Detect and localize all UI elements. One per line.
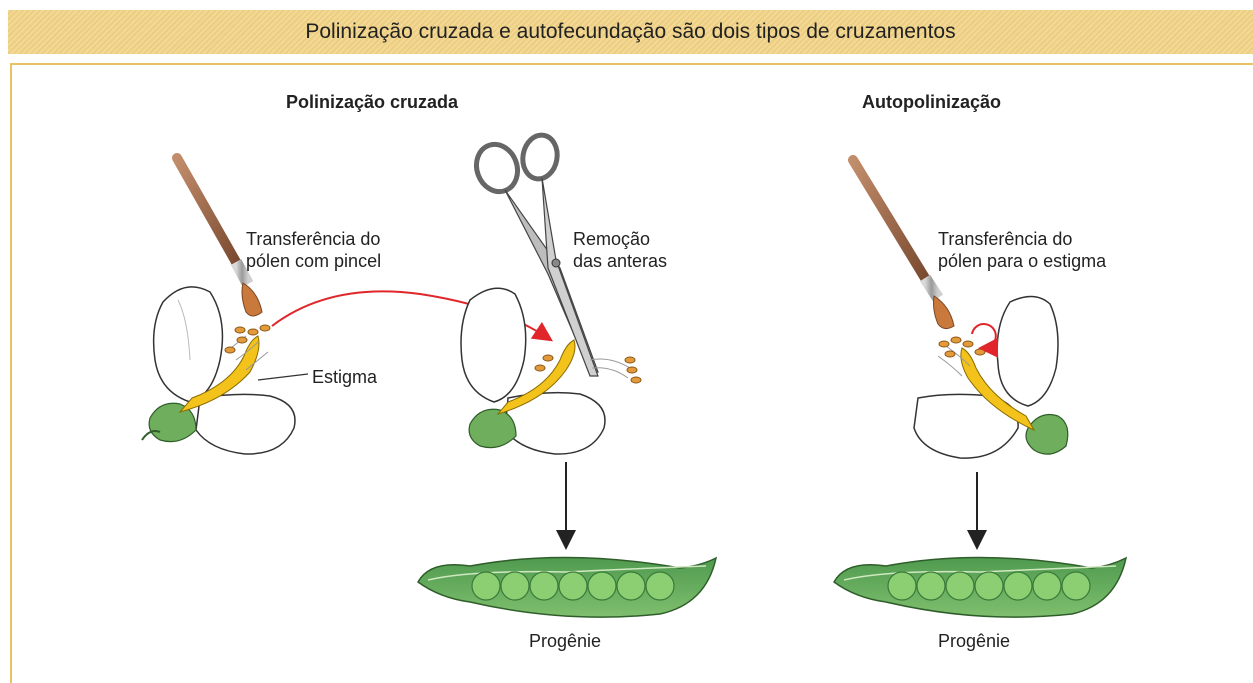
stigma-pointer-line bbox=[258, 374, 308, 380]
pea-pod-1 bbox=[418, 557, 716, 617]
label-brush-transfer: Transferência do pólen com pincel bbox=[246, 228, 381, 272]
heading-cross-pollination: Polinização cruzada bbox=[286, 92, 458, 113]
label-brush-stigma: Transferência do pólen para o estigma bbox=[938, 228, 1106, 272]
flower-2 bbox=[461, 288, 641, 454]
flower-1 bbox=[142, 287, 308, 454]
heading-self-pollination: Autopolinização bbox=[862, 92, 1001, 113]
label-anther-removal: Remoção das anteras bbox=[573, 228, 667, 272]
self-transfer-arrow bbox=[972, 324, 996, 348]
label-progeny-cross: Progênie bbox=[529, 630, 601, 652]
label-progeny-self: Progênie bbox=[938, 630, 1010, 652]
pea-pod-2 bbox=[834, 557, 1126, 617]
label-stigma: Estigma bbox=[312, 366, 377, 388]
